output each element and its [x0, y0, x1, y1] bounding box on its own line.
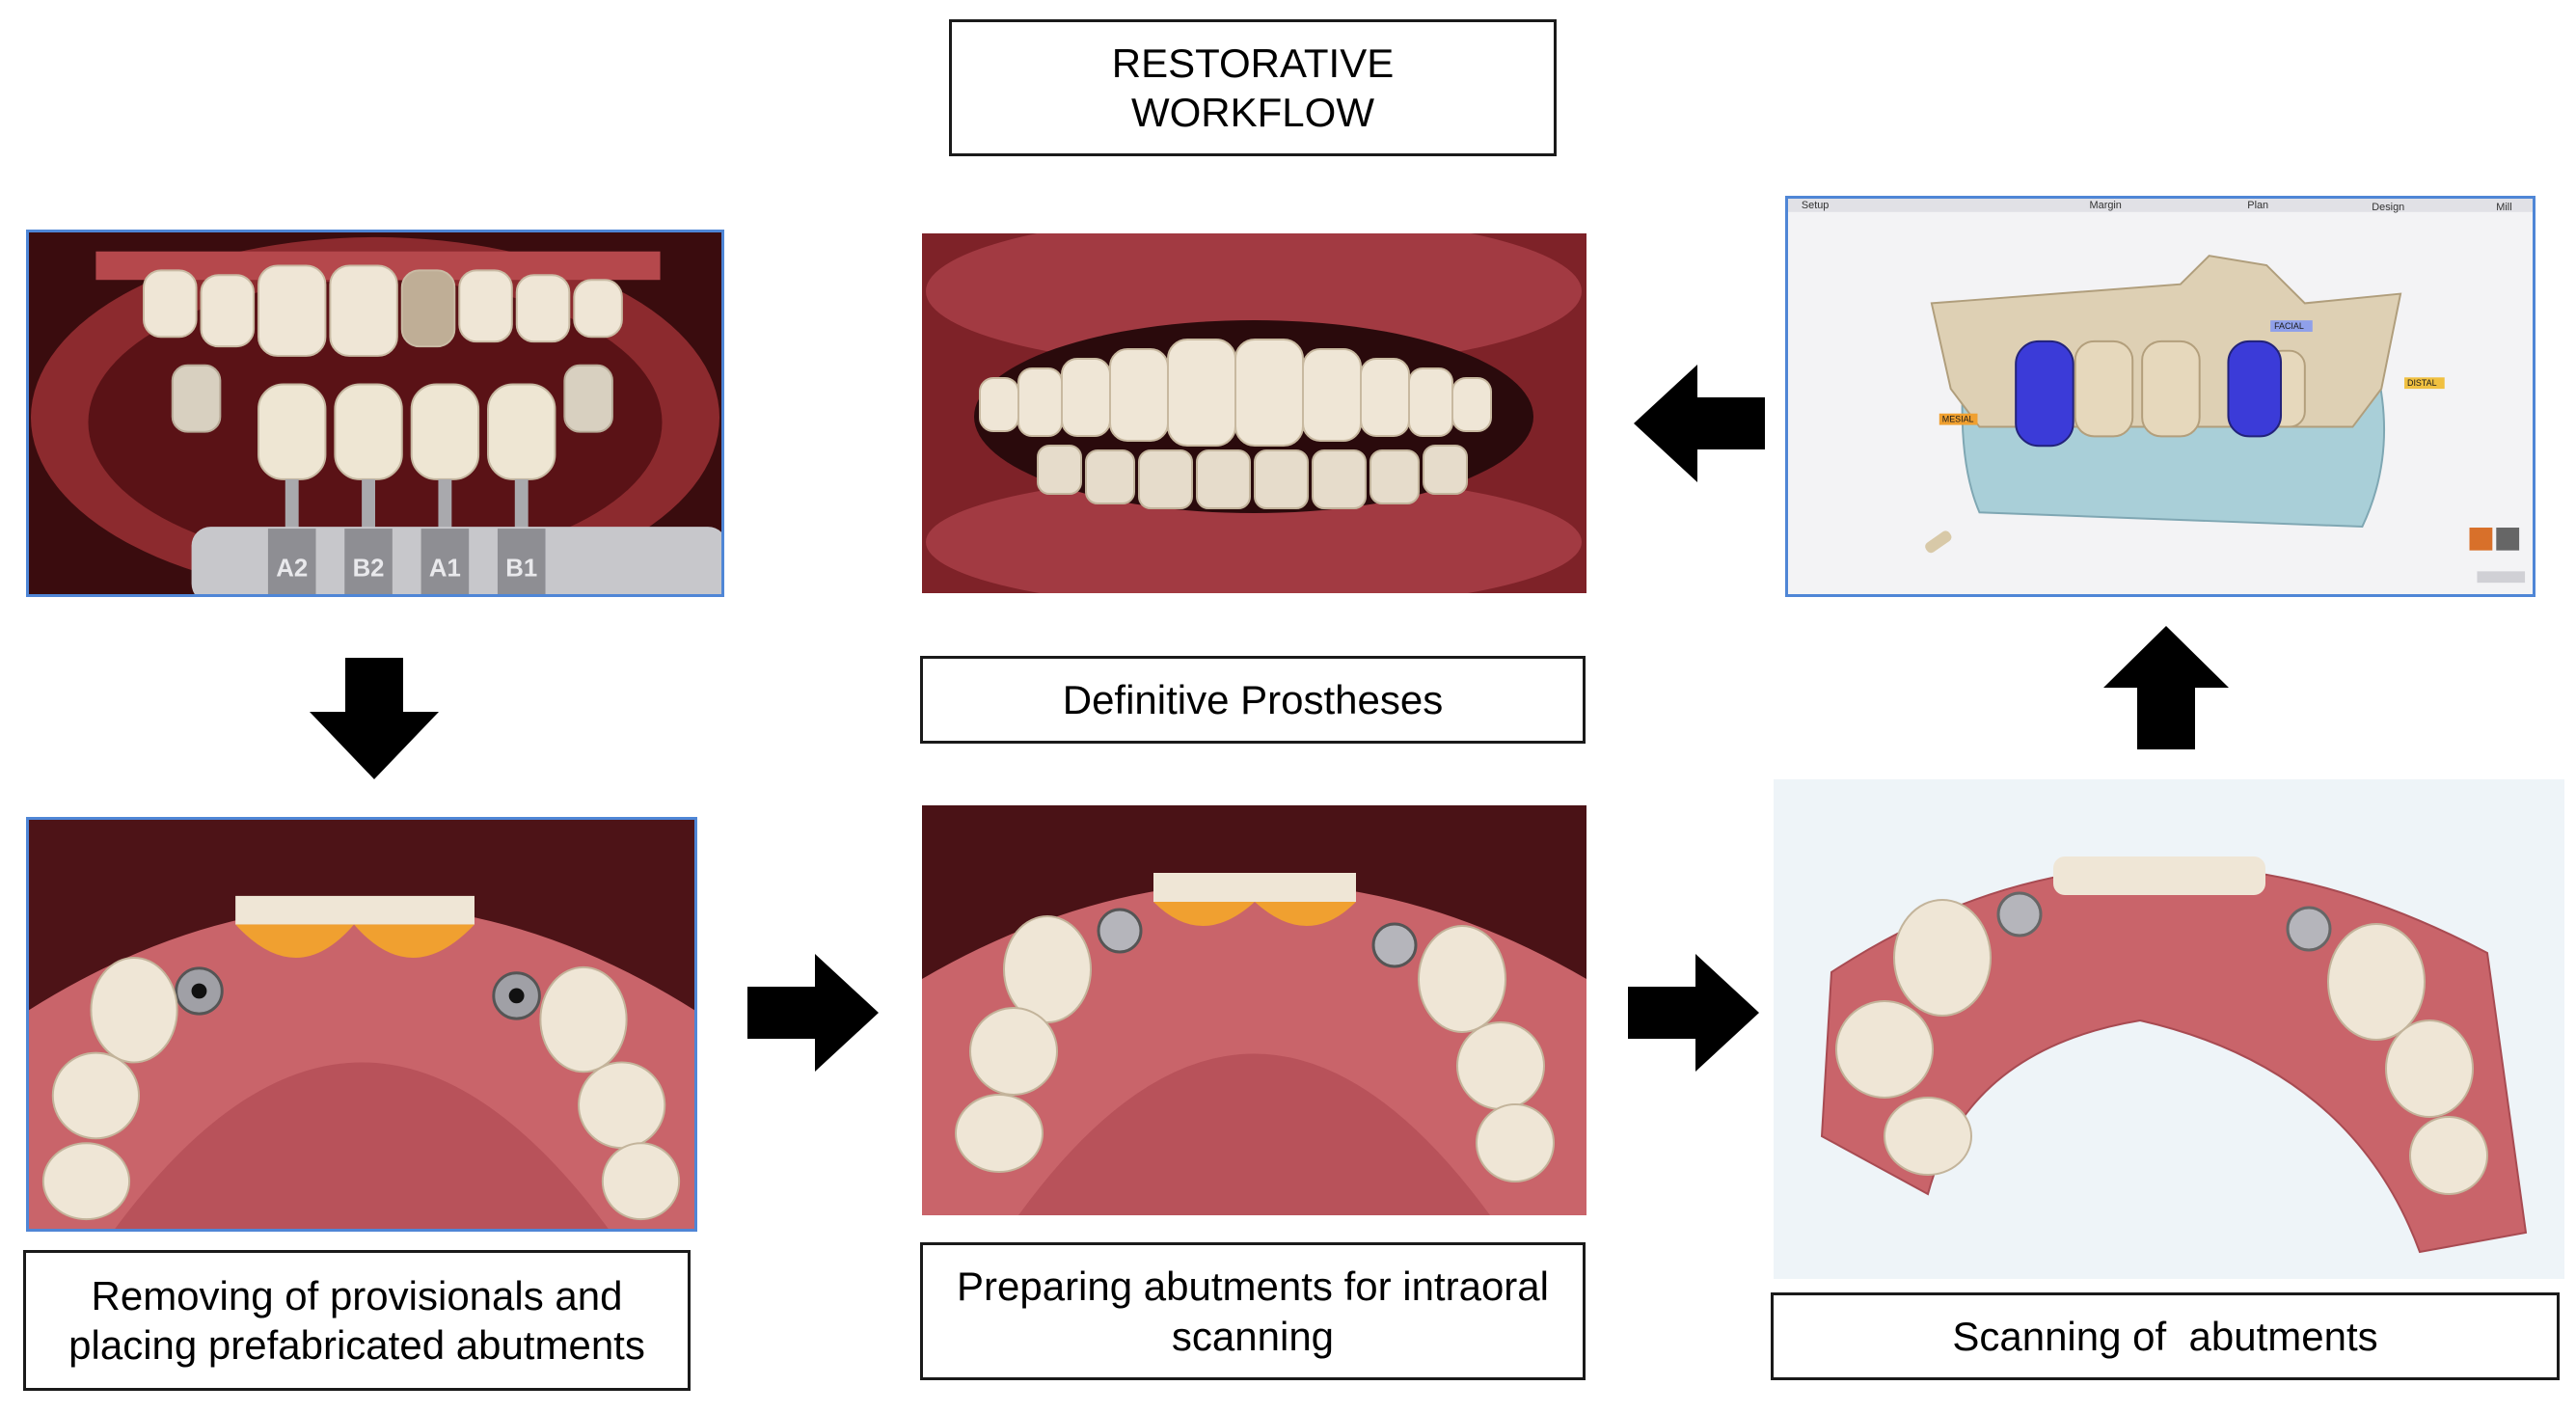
definitive-prostheses-photo: [922, 233, 1586, 593]
distal-tag: DISTAL: [2407, 378, 2437, 388]
workflow-title: RESTORATIVE WORKFLOW: [949, 19, 1557, 156]
preparing-abutments-photo: [922, 805, 1586, 1215]
arrow-up-icon: [2103, 626, 2229, 749]
shade-selection-photo: A2 B2 A1 B1: [26, 230, 724, 597]
removing-provisionals-photo: [26, 817, 697, 1232]
facial-tag: FACIAL: [2274, 321, 2304, 331]
shade-tab-label: A2: [276, 555, 308, 582]
definitive-prostheses-caption: Definitive Prostheses: [920, 656, 1586, 744]
toolbar-mill-tab: Mill: [2496, 202, 2511, 213]
arrow-down-icon: [310, 658, 439, 779]
shade-tab-label: A1: [429, 555, 461, 582]
toolbar-design-tab: Design: [2372, 202, 2404, 213]
cad-design-screenshot: Setup Margin Plan Design Mill FACIAL MES…: [1785, 196, 2535, 597]
arrow-left-icon: [1634, 365, 1765, 482]
preparing-abutments-caption: Preparing abutments for intraoral scanni…: [920, 1242, 1586, 1380]
removing-provisionals-caption: Removing of provisionals and placing pre…: [23, 1250, 691, 1391]
toolbar-setup-tab: Setup: [1802, 200, 1829, 211]
mesial-tag: MESIAL: [1942, 415, 1974, 424]
scanning-abutments-caption: Scanning of abutments: [1771, 1292, 2560, 1380]
arrow-right-icon: [747, 954, 879, 1072]
toolbar-plan-tab: Plan: [2247, 200, 2268, 211]
toolbar-margin-tab: Margin: [2090, 200, 2122, 211]
intraoral-scan-image: [1774, 779, 2564, 1279]
shade-tab-label: B1: [505, 555, 537, 582]
shade-tab-label: B2: [353, 555, 385, 582]
arrow-right-icon: [1628, 954, 1759, 1072]
